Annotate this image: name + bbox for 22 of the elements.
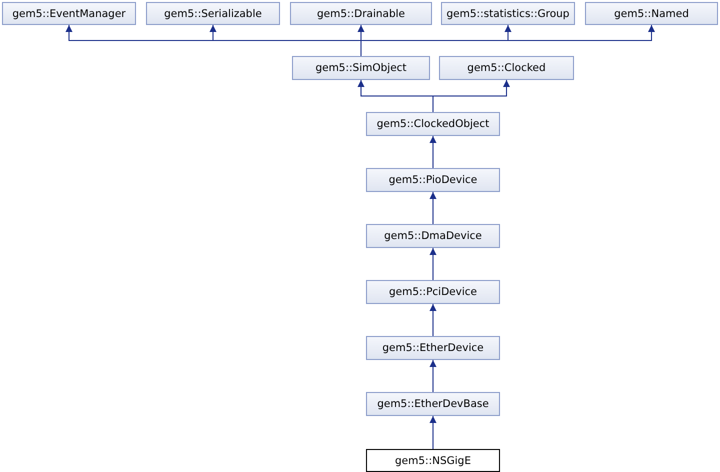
class-box: gem5::EtherDevBase	[366, 392, 500, 416]
class-box: gem5::EtherDevice	[366, 336, 500, 360]
class-box: gem5::PciDevice	[366, 280, 500, 304]
class-box: gem5::Named	[585, 2, 718, 25]
class-box: gem5::ClockedObject	[366, 112, 500, 136]
class-box: gem5::SimObject	[292, 56, 430, 80]
class-box: gem5::DmaDevice	[366, 224, 500, 248]
class-box: gem5::PioDevice	[366, 168, 500, 192]
class-box: gem5::statistics::Group	[441, 2, 575, 25]
inheritance-arrow	[360, 24, 655, 56]
inheritance-arrow	[430, 416, 436, 450]
current-class-box: gem5::NSGigE	[366, 449, 500, 472]
inheritance-arrow	[430, 136, 436, 168]
inheritance-arrow	[430, 192, 436, 224]
inheritance-arrow	[430, 304, 436, 336]
inheritance-arrow	[430, 248, 436, 280]
class-box: gem5::Clocked	[439, 56, 574, 80]
class-box: gem5::Serializable	[146, 2, 280, 25]
class-box: gem5::EventManager	[2, 2, 136, 25]
inheritance-arrow	[430, 360, 436, 392]
inheritance-arrow	[432, 80, 510, 112]
class-box: gem5::Drainable	[290, 2, 432, 25]
